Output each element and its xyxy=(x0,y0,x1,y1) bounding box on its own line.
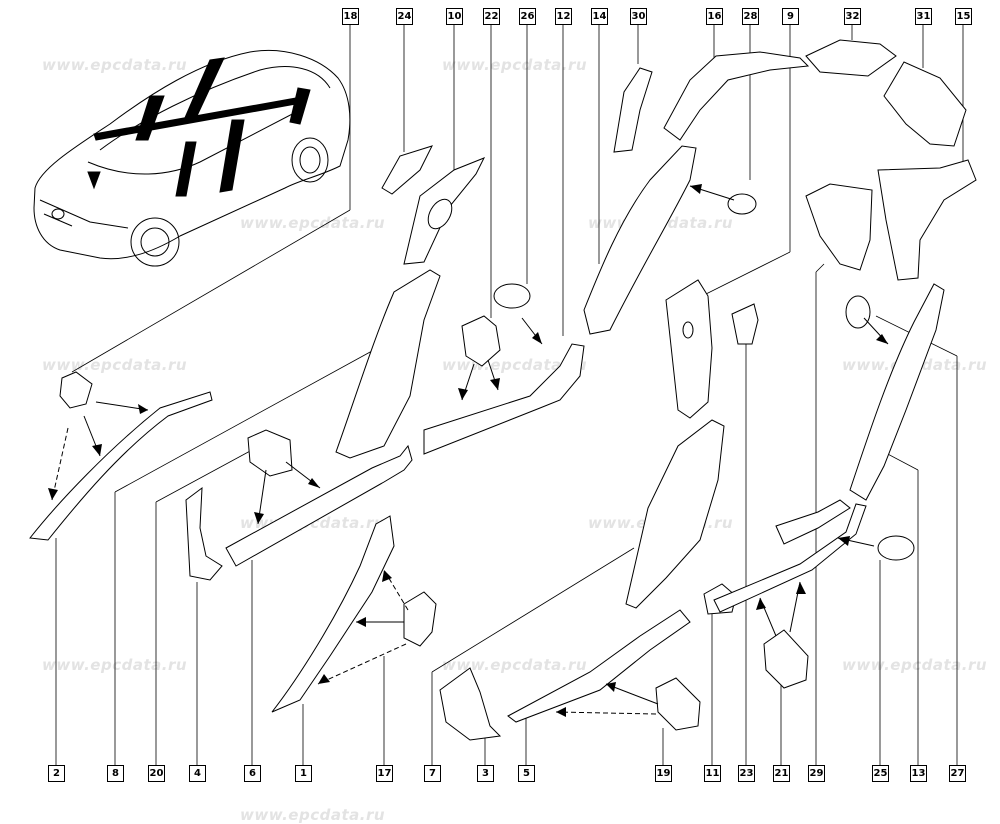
callout-22: 22 xyxy=(483,8,500,25)
callout-27: 27 xyxy=(949,765,966,782)
callout-19: 19 xyxy=(655,765,672,782)
callout-25: 25 xyxy=(872,765,889,782)
callout-10: 10 xyxy=(446,8,463,25)
callout-29: 29 xyxy=(808,765,825,782)
callout-15: 15 xyxy=(955,8,972,25)
callout-21: 21 xyxy=(773,765,790,782)
callout-32: 32 xyxy=(844,8,861,25)
callout-23: 23 xyxy=(738,765,755,782)
callout-17: 17 xyxy=(376,765,393,782)
callout-14: 14 xyxy=(591,8,608,25)
callout-12: 12 xyxy=(555,8,572,25)
callout-13: 13 xyxy=(910,765,927,782)
callout-4: 4 xyxy=(189,765,206,782)
callout-16: 16 xyxy=(706,8,723,25)
callout-9: 9 xyxy=(782,8,799,25)
callout-1: 1 xyxy=(295,765,312,782)
callout-20: 20 xyxy=(148,765,165,782)
callout-8: 8 xyxy=(107,765,124,782)
callout-6: 6 xyxy=(244,765,261,782)
callout-7: 7 xyxy=(424,765,441,782)
callout-28: 28 xyxy=(742,8,759,25)
callout-18: 18 xyxy=(342,8,359,25)
callout-11: 11 xyxy=(704,765,721,782)
callout-31: 31 xyxy=(915,8,932,25)
callout-2: 2 xyxy=(48,765,65,782)
callout-3: 3 xyxy=(477,765,494,782)
callout-26: 26 xyxy=(519,8,536,25)
callout-30: 30 xyxy=(630,8,647,25)
callout-24: 24 xyxy=(396,8,413,25)
callout-5: 5 xyxy=(518,765,535,782)
